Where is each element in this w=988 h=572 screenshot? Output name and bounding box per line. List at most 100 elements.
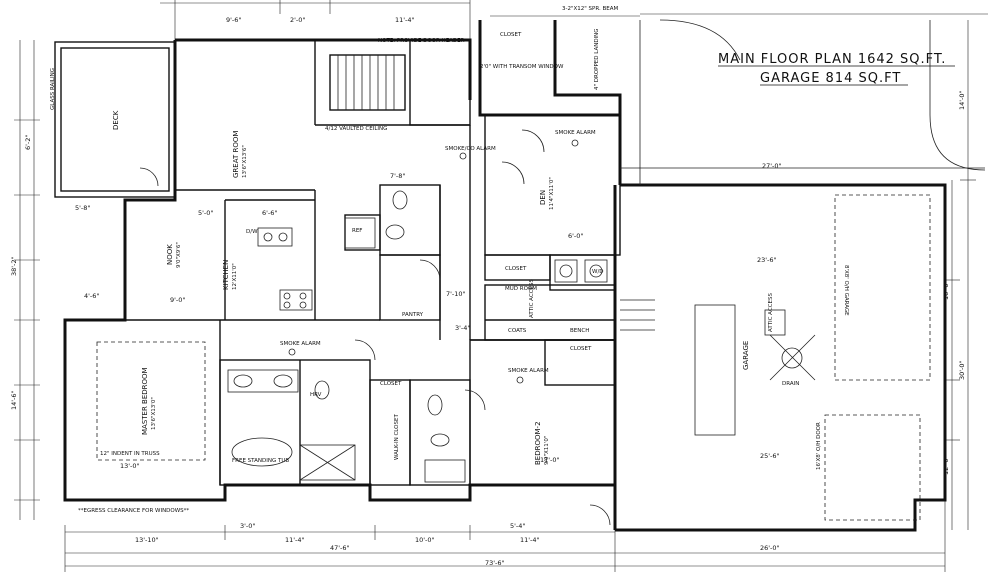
egress-note-label: **EGRESS CLEARANCE FOR WINDOWS** (78, 508, 189, 514)
beam-label: 3-2"X12" SPR. BEAM (562, 6, 618, 12)
door-swing-icon (354, 339, 376, 361)
garage-title: GARAGE 814 SQ.FT (760, 71, 901, 86)
garage-label: GARAGE (742, 341, 750, 370)
garage-steps-icon (620, 299, 655, 331)
dim-10-0: 10'-0" (415, 536, 435, 544)
smoke-alarm-icon (459, 152, 467, 160)
dw-label: D/W (246, 229, 258, 235)
garage-note-box (694, 304, 736, 436)
dim-23-6: 23'-6" (757, 256, 777, 264)
smoke-alarm-icon (288, 348, 296, 356)
indent-label: 12" INDENT IN TRUSS (100, 451, 160, 457)
transom-label: 2'0" WITH TRANSOM WINDOW (480, 64, 564, 70)
plan-title: MAIN FLOOR PLAN 1642 SQ.FT. GARAGE 814 S… (718, 52, 955, 86)
dim-11-4: 11'-4" (285, 536, 305, 544)
kitchen-label: KITCHEN (222, 260, 230, 290)
walk-in-label: WALK-IN CLOSET (394, 414, 400, 460)
bath-toilet-icon (427, 394, 443, 416)
pantry-label: PANTRY (402, 312, 424, 318)
dim-garage-width: 26'-0" (760, 544, 780, 552)
dim-3-0: 3'-0" (240, 522, 255, 530)
den-label: DEN (539, 190, 547, 205)
smoke-alarm-icon (571, 139, 579, 147)
room-labels: GREAT ROOM 13'6"X13'6" 4/12 VAULTED CEIL… (78, 6, 849, 514)
exterior-walls (63, 20, 947, 532)
smoke-alarm-icon (516, 376, 524, 384)
ref-label: REF (352, 228, 362, 234)
dim-6-6: 6'-6" (262, 209, 277, 217)
door-swing-icon (139, 167, 159, 187)
smoke-alarm-label-den: SMOKE ALARM (555, 130, 596, 136)
ensuite-toilet-icon (314, 380, 330, 400)
smoke-alarm-label-hall: SMOKE ALARM (280, 341, 321, 347)
dim-5-8: 5'-8" (75, 204, 90, 212)
lavatory-icon (385, 224, 405, 240)
mud-room-label: MUD ROOM (505, 286, 537, 292)
bedroom2-label: BEDROOM-2 (534, 421, 542, 465)
drain-icon (781, 347, 803, 369)
door-swing-icon (589, 504, 611, 526)
tub-icon (231, 437, 293, 467)
vaulted-label: 4/12 VAULTED CEILING (325, 126, 387, 132)
dim-7-8: 7'-8" (390, 172, 405, 180)
range-icon (279, 289, 313, 311)
dim-9-0: 9'-0" (170, 296, 185, 304)
dim-5-4: 5'-4" (510, 522, 525, 530)
dim-house-width: 47'-6" (330, 544, 350, 552)
garage-door-2-outline (824, 414, 921, 521)
den-closet-label: CLOSET (505, 266, 527, 272)
great-room-dim: 13'6"X13'6" (242, 145, 248, 178)
interior-walls (96, 39, 621, 486)
deck-label: DECK (112, 110, 120, 130)
dim-5-0: 5'-0" (198, 209, 213, 217)
top-closet-label: CLOSET (500, 32, 522, 38)
bath-sink-icon (430, 433, 450, 447)
glass-railing-label: GLASS RAILING (50, 68, 56, 110)
fixtures (139, 129, 931, 526)
dim-3-4: 3'-4" (455, 324, 470, 332)
dim-38-2: 38'-2" (10, 256, 18, 276)
wd-label: W/D (592, 269, 604, 275)
bottom-dimensions: 13'-10" 11'-4" 10'-0" 11'-4" 5'-4" 3'-0"… (64, 500, 946, 572)
dim-13-10: 13'-10" (135, 536, 159, 544)
mud-attic-label: ATTIC ACCESS (529, 279, 535, 318)
door-swing-icon (464, 389, 486, 411)
dim-14-0: 14'-0" (958, 90, 966, 110)
master-bedroom-label: MASTER BEDROOM (141, 367, 149, 435)
bedroom2-dim: 9'0"X11'0" (544, 436, 550, 465)
dim-6-2: 6'-2" (24, 135, 32, 150)
vanity-icon (227, 369, 299, 393)
dim-25-6: 25'-6" (760, 452, 780, 460)
nook-dim: 9'0"X9'6" (176, 242, 182, 268)
den-dim: 11'4"X11'0" (549, 177, 555, 210)
smoke-co-label: SMOKE/CO ALARM (445, 146, 496, 152)
dim-2-0: 2'-0" (290, 16, 305, 24)
master-dim: 13'6"X13'0" (151, 397, 157, 430)
bath-shower-icon (424, 459, 466, 483)
dryer-icon (584, 259, 608, 283)
dim-11-0: 11'-0" (540, 456, 560, 464)
bed2-closet-label: CLOSET (570, 346, 592, 352)
dim-11-4c: 11'-4" (395, 16, 415, 24)
fridge-icon (344, 217, 376, 249)
smoke-alarm-label-bed2: SMOKE ALARM (508, 368, 549, 374)
drain-label: DRAIN (782, 381, 799, 387)
kitchen-sink-icon (257, 227, 293, 247)
dim-7-10: 7'-10" (446, 290, 466, 298)
hall-closet-label: CLOSET (380, 381, 402, 387)
coats-label: COATS (508, 328, 527, 334)
left-dimensions: 38'-2" 14'-6" 6'-2" (10, 40, 40, 520)
dim-13-0: 13'-0" (120, 462, 140, 470)
washer-icon (554, 259, 578, 283)
dim-14-6: 14'-6" (10, 390, 18, 410)
dim-overall-width: 73'-6" (485, 559, 505, 567)
door-swing-icon (521, 129, 545, 153)
provide-door-label: NOTE: PROVIDE DOOR HEADER (378, 38, 465, 44)
driveway-outline (620, 19, 986, 185)
dim-30-0: 30'-0" (958, 360, 966, 380)
nook-label: NOOK (166, 244, 174, 265)
garage-attic-label: ATTIC ACCESS (768, 293, 774, 332)
door-swing-icon (419, 259, 441, 281)
shower-icon (299, 444, 356, 481)
